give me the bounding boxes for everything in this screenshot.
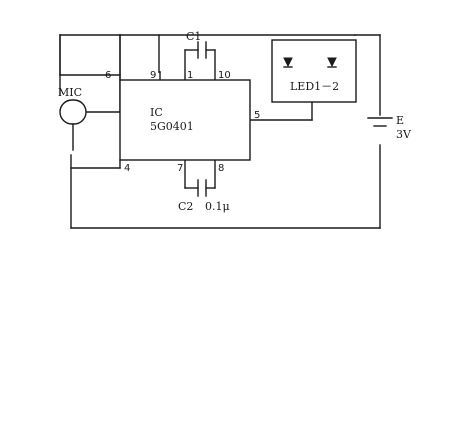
c2-value: 0.1μ [205, 200, 230, 213]
c1-label: C1 [186, 30, 201, 43]
microphone-icon [59, 99, 87, 151]
pin-10: 10 [218, 70, 231, 81]
led-label: LED1－2 [290, 80, 339, 93]
pin-9: 9 [150, 70, 156, 81]
battery-label: E [396, 114, 404, 127]
capacitor-c2 [197, 179, 207, 197]
ic-part-number: 5G0401 [150, 120, 194, 133]
wires [59, 34, 381, 229]
c2-label: C2 [178, 200, 193, 213]
pin-6: 6 [105, 70, 111, 81]
pin-1: 1 [187, 70, 193, 81]
pin-4: 4 [124, 163, 130, 174]
mic-label: MIC [58, 86, 82, 99]
capacitor-c1 [197, 41, 207, 59]
led-pair [271, 39, 357, 103]
pin-8: 8 [218, 163, 224, 174]
ic-label: IC [150, 106, 163, 119]
battery-voltage: 3V [396, 128, 412, 141]
battery-icon [367, 117, 393, 127]
pin-7: 7 [177, 163, 183, 174]
pin-5: 5 [254, 110, 260, 121]
ic-body [119, 79, 251, 161]
